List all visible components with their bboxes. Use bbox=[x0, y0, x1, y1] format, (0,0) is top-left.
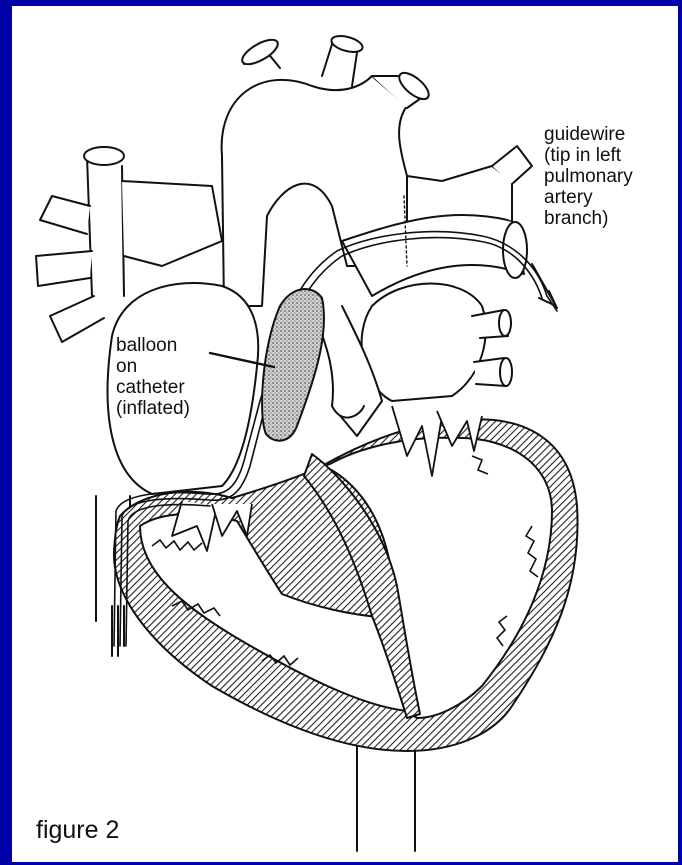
guidewire-label-line: guidewire bbox=[544, 124, 633, 145]
balloon-label: balloon on catheter (inflated) bbox=[116, 335, 190, 419]
balloon-label-line: (inflated) bbox=[116, 398, 190, 419]
guidewire-label-line: pulmonary bbox=[544, 166, 633, 187]
figure-caption: figure 2 bbox=[36, 816, 119, 844]
balloon-label-line: catheter bbox=[116, 377, 190, 398]
guidewire-label-line: artery bbox=[544, 187, 633, 208]
balloon-label-line: balloon bbox=[116, 335, 190, 356]
left-atrium bbox=[362, 284, 512, 402]
guidewire-label: guidewire (tip in left pulmonary artery … bbox=[544, 124, 633, 229]
figure-panel: balloon on catheter (inflated) guidewire… bbox=[12, 6, 678, 862]
guidewire-label-line: (tip in left bbox=[544, 145, 633, 166]
balloon-label-line: on bbox=[116, 356, 190, 377]
guidewire-label-line: branch) bbox=[544, 208, 633, 229]
inflated-balloon bbox=[262, 289, 324, 441]
